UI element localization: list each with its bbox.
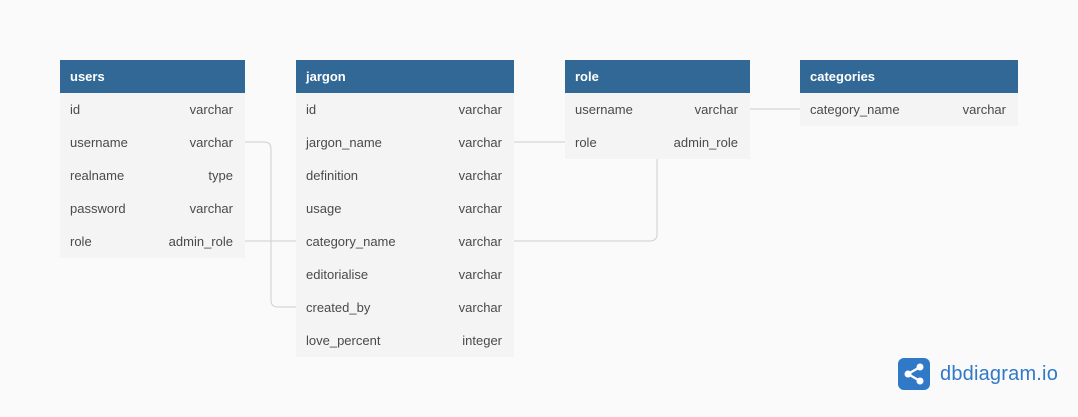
field-row[interactable]: usage varchar [296,192,514,225]
field-row[interactable]: editorialise varchar [296,258,514,291]
field-row[interactable]: role admin_role [565,126,750,159]
field-name: username [575,102,633,117]
field-row[interactable]: role admin_role [60,225,245,258]
field-type: varchar [189,102,233,117]
field-type: integer [462,333,502,348]
field-name: realname [70,168,125,183]
dbdiagram-brand-link[interactable]: dbdiagram.io [898,358,1058,390]
field-row[interactable]: created_by varchar [296,291,514,324]
field-name: category_name [306,234,396,249]
field-row[interactable]: username varchar [60,126,245,159]
field-row[interactable]: realname type [60,159,245,192]
field-name: role [575,135,597,150]
field-name: love_percent [306,333,381,348]
field-row[interactable]: definition varchar [296,159,514,192]
field-name: id [306,102,317,117]
field-type: varchar [458,234,502,249]
field-type: type [208,168,233,183]
field-name: category_name [810,102,900,117]
field-name: usage [306,201,342,216]
field-type: varchar [458,102,502,117]
field-type: varchar [189,201,233,216]
table-role-header[interactable]: role [565,60,750,93]
brand-text: dbdiagram.io [940,362,1059,385]
field-row[interactable]: password varchar [60,192,245,225]
field-row[interactable]: category_name varchar [800,93,1018,126]
field-type: admin_role [168,234,233,249]
field-row[interactable]: category_name varchar [296,225,514,258]
dbdiagram-share-icon [898,358,930,390]
field-type: varchar [458,267,502,282]
field-row[interactable]: love_percent integer [296,324,514,357]
field-type: varchar [962,102,1006,117]
field-type: varchar [458,168,502,183]
field-name: jargon_name [306,135,382,150]
table-categories-header[interactable]: categories [800,60,1018,93]
field-name: definition [306,168,359,183]
field-row[interactable]: jargon_name varchar [296,126,514,159]
field-type: varchar [458,300,502,315]
table-jargon-header[interactable]: jargon [296,60,514,93]
field-name: username [70,135,128,150]
field-type: varchar [458,135,502,150]
connector-users-username-to-jargon-created-by[interactable] [245,141,296,308]
field-name: created_by [306,300,371,315]
field-type: admin_role [673,135,738,150]
field-name: password [70,201,126,216]
field-type: varchar [694,102,738,117]
table-jargon[interactable]: jargon id varchar jargon_name varchar de… [296,60,514,357]
field-row[interactable]: id varchar [60,93,245,126]
field-type: varchar [189,135,233,150]
connector-jargon-category-name-to-role-role[interactable] [514,158,658,242]
field-name: editorialise [306,267,369,282]
field-name: role [70,234,92,249]
table-users[interactable]: users id varchar username varchar realna… [60,60,245,258]
field-name: id [70,102,81,117]
field-type: varchar [458,201,502,216]
field-row[interactable]: id varchar [296,93,514,126]
table-role[interactable]: role username varchar role admin_role [565,60,750,159]
table-categories[interactable]: categories category_name varchar [800,60,1018,126]
table-users-header[interactable]: users [60,60,245,93]
field-row[interactable]: username varchar [565,93,750,126]
